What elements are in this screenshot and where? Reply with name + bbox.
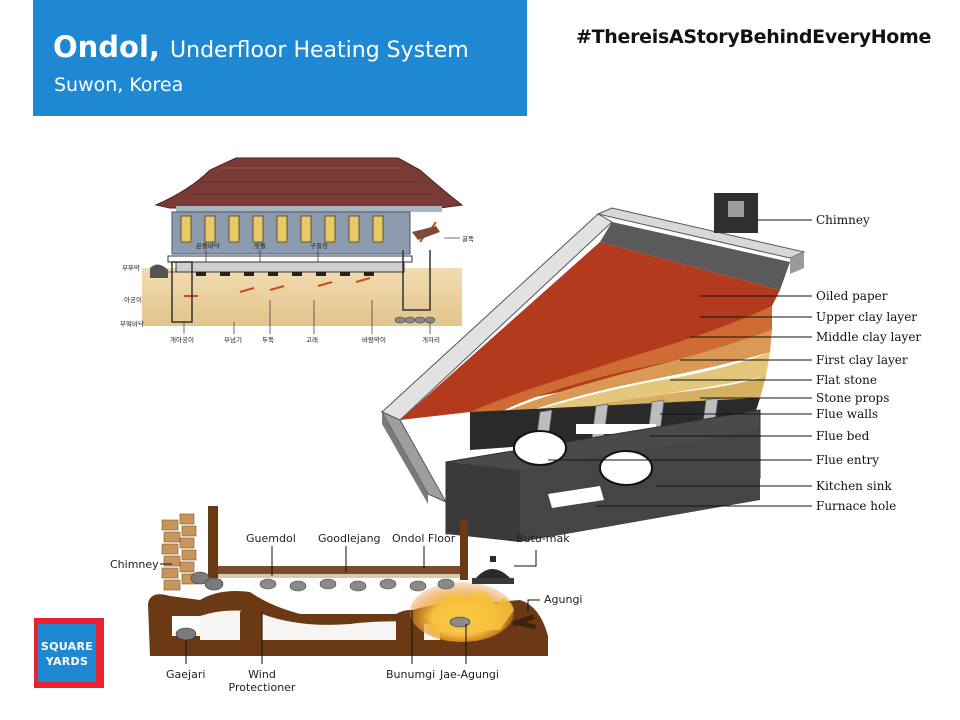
kr-label-gorae: 고래 [306,335,318,344]
house-heat-arrows [184,221,437,297]
label-upper-clay-layer: Upper clay layer [816,310,917,324]
layer-middle-clay [490,330,772,420]
house-roof [154,157,464,209]
label-furnace-hole: Furnace hole [816,499,896,513]
kr-label-agungi: 아궁이 [124,295,142,304]
house-chimney-flue [402,250,431,311]
roof-tiles [188,181,432,195]
label-goodlejang: Goodlejang [318,532,381,545]
korean-house-diagram: 굴뚝 부뚜막 아궁이 부엌바닥 온돌바닥 윗돌 구들장 개자리 바람막이 고래 … [120,157,474,344]
left-wall-post [208,506,218,578]
cauldron-rim [472,578,514,584]
kr-label-gaejari: 개자리 [422,335,440,344]
logo-line-2: YARDS [45,655,89,668]
label-flue-bed: Flue bed [816,429,870,443]
front-slab-side [446,462,520,542]
kr-label-chimney: 굴뚝 [462,235,474,243]
label-oiled-paper: Oiled paper [816,289,888,303]
kr-label-butumak: 부뚜막 [122,263,140,272]
layer-upper-clay [470,306,772,418]
title-subtitle: Underfloor Heating System [170,38,469,63]
label-protectioner-line: Protectioner [229,681,296,694]
label-chimney: Chimney [816,213,870,227]
flue-entry-hole-left [513,430,567,466]
house-chimney-top [412,226,440,240]
house-floor [167,255,413,263]
kr-label-dog-agungi: 개아궁이 [170,335,194,344]
cross-leader-lines [160,546,540,664]
goodlejang-layer [216,574,460,578]
kr-label-gudeuljang: 구들장 [310,241,328,250]
front-slab-face [520,430,760,542]
kr-label-kitchen-floor: 부엌바닥 [120,319,144,328]
page-title: Ondol, Underfloor Heating System [53,30,469,64]
logo-line-1: SQUARE [40,640,94,653]
chimney-base-stones [175,571,224,641]
box-back-wall-end [790,252,804,274]
layered-ondol-diagram: Chimney Oiled paper Upper clay layer Mid… [380,193,921,542]
label-middle-clay-layer: Middle clay layer [816,330,921,344]
chimney-stack [161,513,197,591]
layer-oiled-paper [400,242,780,420]
flue-entry-hole-right [599,450,653,486]
label-gaejari: Gaejari [166,668,205,681]
kr-label-windbreak: 바람막이 [362,335,386,344]
label-guemdol: Guemdol [246,532,296,545]
box-left-wall-face [382,412,428,504]
flue-bed-gap [576,424,656,434]
wind-protector-mound [240,608,262,640]
title-banner: Ondol, Underfloor Heating System Suwon, … [33,0,527,116]
label-first-clay-layer: First clay layer [816,353,908,367]
jae-agungi-stone [449,616,471,628]
layered-leader-lines [548,219,812,507]
cauldron [476,569,510,578]
label-butu-mak: Butu-mak [516,532,570,545]
cauldron-handle [490,556,496,562]
house-ondol-layer [175,261,405,273]
furnace-hole [548,486,604,508]
label-cross-chimney: Chimney [110,558,159,571]
kr-label-top-stone: 윗돌 [254,241,266,250]
label-bunumgi: Bunumgi [386,668,435,681]
layer-first-clay [505,352,770,424]
chimney-opening [728,201,744,217]
house-cauldron [150,264,168,278]
house-stone-props [196,272,374,276]
label-kitchen-sink: Kitchen sink [816,479,892,493]
label-flue-walls: Flue walls [816,407,878,421]
house-windows [180,215,384,243]
label-stone-props: Stone props [816,391,889,405]
firewood-logs [511,614,537,630]
kr-label-ondol-floor: 온돌바닥 [196,241,220,250]
house-eaves [176,206,442,212]
right-wall-post [460,520,468,580]
label-wind-line: Wind [248,668,276,681]
box-left-wall-edge [380,410,448,504]
box-inner-back [600,222,790,290]
kr-label-duduk: 두둑 [262,336,274,344]
label-flat-stone: Flat stone [816,373,877,387]
square-yards-logo: SQUARE YARDS [34,618,104,688]
hashtag-text: #ThereisAStoryBehindEveryHome [576,26,932,48]
ondol-floor-slab [216,566,460,574]
logo-inner: SQUARE YARDS [38,624,96,682]
label-agungi: Agungi [544,593,583,606]
kr-label-buneomgi: 부넘기 [224,335,242,344]
label-flue-entry: Flue entry [816,453,879,467]
cross-section-diagram: Chimney Guemdol Goodlejang Ondol Floor B… [110,506,583,694]
label-ondol-floor: Ondol Floor [392,532,456,545]
title-bold: Ondol, [53,30,160,64]
house-base-stones [394,316,436,324]
guemdol-stones [259,578,455,592]
house-leader-lines [168,237,460,334]
location-text: Suwon, Korea [54,74,184,96]
label-jae-agungi: Jae-Agungi [439,668,499,681]
house-furnace [171,261,193,323]
